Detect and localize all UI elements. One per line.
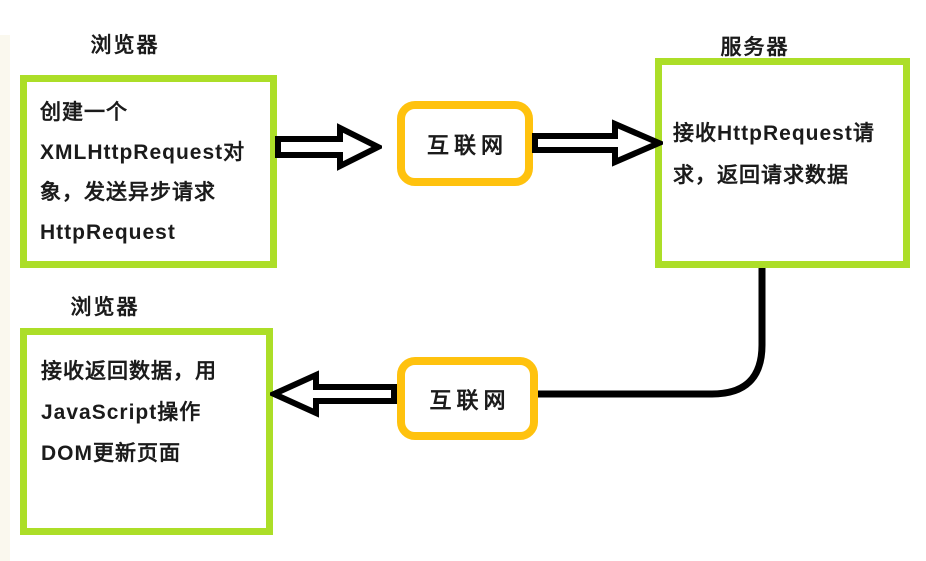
browser-label-bottom: 浏览器: [70, 296, 140, 319]
arrow-right-icon: [275, 123, 382, 171]
box-text-line: XMLHttpRequest对: [40, 141, 246, 164]
box-text-line: HttpRequest: [40, 221, 176, 244]
page-edge-strip: [0, 35, 10, 561]
internet-box-top: 互联网: [397, 101, 533, 186]
arrow-left-icon: [270, 370, 397, 418]
browser-request-box: 创建一个 XMLHttpRequest对 象，发送异步请求 HttpReques…: [20, 75, 277, 268]
arrow-right-icon: [532, 119, 663, 167]
box-text-line: JavaScript操作: [41, 401, 202, 424]
box-text-line: DOM更新页面: [41, 442, 181, 465]
browser-response-box: 接收返回数据，用 JavaScript操作 DOM更新页面: [20, 328, 273, 535]
internet-box-label: 互联网: [429, 387, 511, 413]
server-label: 服务器: [720, 36, 790, 59]
box-text-line: 象，发送异步请求: [40, 181, 216, 204]
box-text-line: 接收HttpRequest请: [673, 122, 875, 145]
internet-box-bottom: 互联网: [397, 357, 538, 440]
box-text-line: 接收返回数据，用: [41, 360, 217, 383]
box-text-line: 创建一个: [40, 101, 128, 124]
server-box: 接收HttpRequest请 求，返回请求数据: [655, 58, 910, 268]
internet-box-label: 互联网: [426, 132, 508, 158]
box-text-line: 求，返回请求数据: [673, 164, 849, 187]
browser-label-top: 浏览器: [90, 34, 160, 57]
